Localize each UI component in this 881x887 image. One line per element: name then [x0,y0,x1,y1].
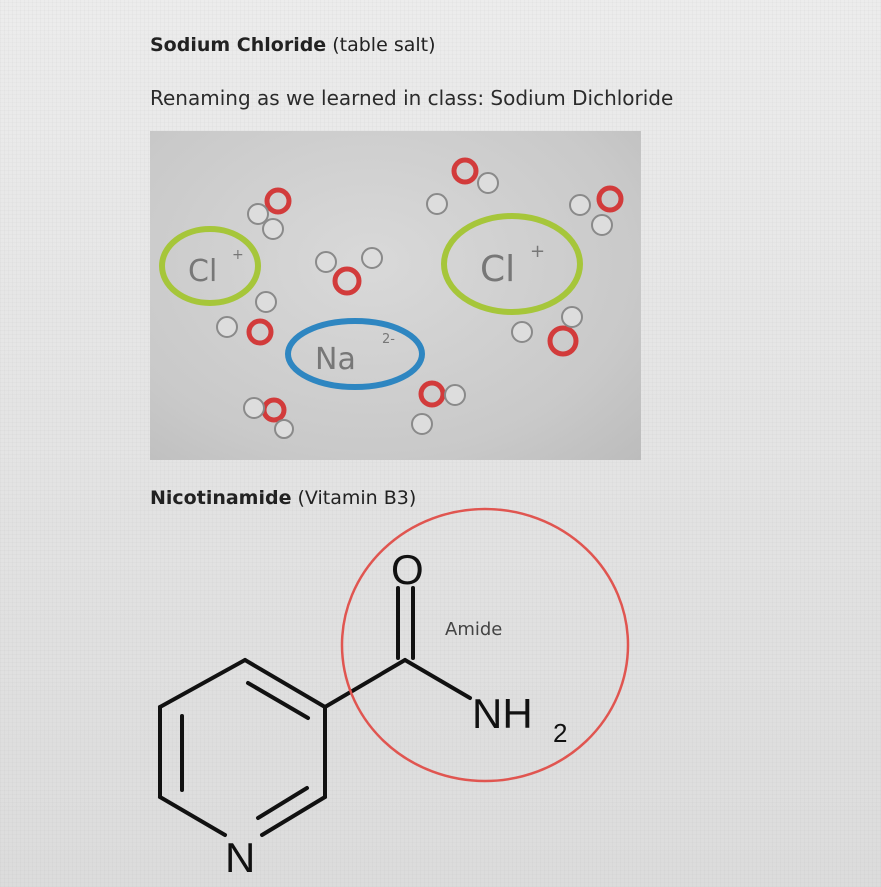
sodium-charge: 2- [382,332,395,347]
handdrawn-ions-photo: Cl + Cl + Na 2- [150,131,641,460]
oxygen-atom-label: O [391,546,424,593]
amide-label: Amide [445,619,502,640]
chloride-right-label: Cl [480,249,515,290]
water-molecule-right [511,306,583,357]
nicotinamide-title: Nicotinamide [150,487,292,509]
sodium-ring [285,318,425,390]
sodium-label: Na [315,342,356,377]
sodium-chloride-title: Sodium Chloride [150,34,327,56]
water-molecule-center [315,247,383,296]
chloride-left-ring [159,226,261,306]
nicotinamide-heading: Nicotinamide (Vitamin B3) [150,487,416,509]
chloride-left-charge: + [232,247,244,263]
amide-highlight-circle [340,507,630,783]
chloride-right-ring [441,213,583,315]
chloride-right-charge: + [530,241,545,262]
amine-subscript: 2 [553,718,567,748]
water-molecule-top-right [569,185,624,236]
pyridine-ring [158,586,472,837]
ring-nitrogen-label: N [225,834,255,881]
nicotinamide-subtitle: (Vitamin B3) [291,487,417,509]
sodium-chloride-subtitle: (table salt) [326,34,436,56]
sodium-chloride-heading: Sodium Chloride (table salt) [150,34,436,56]
chloride-left-label: Cl [188,254,217,289]
ions-drawing: Cl + Cl + Na 2- [159,157,624,439]
water-molecule-top-center [426,157,499,215]
water-molecule-top-left [247,187,292,240]
water-molecule-left [216,291,277,346]
amine-group-label: NH [472,690,533,737]
renaming-line: Renaming as we learned in class: Sodium … [150,86,674,110]
water-molecule-bottom-center [411,380,466,435]
water-molecule-bottom-left [243,397,294,439]
